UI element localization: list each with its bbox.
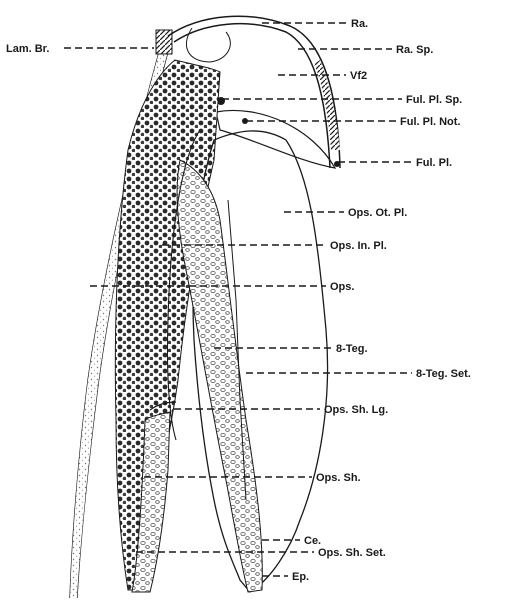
operculum-shell [167, 130, 327, 592]
label-ep: Ep. [292, 571, 309, 583]
label-ce: Ce. [304, 535, 321, 547]
label-ops-in-pl: Ops. In. Pl. [330, 240, 387, 252]
label-ful-pl-sp: Ful. Pl. Sp. [406, 94, 462, 106]
label-ful-pl-not: Ful. Pl. Not. [400, 116, 461, 128]
label-ops-sh-set: Ops. Sh. Set. [318, 547, 386, 559]
lamella-hinge [156, 30, 172, 54]
label-lam-br: Lam. Br. [6, 43, 49, 55]
label-vf2: Vf2 [350, 70, 367, 82]
label-ra-sp: Ra. Sp. [396, 44, 433, 56]
label-ra: Ra. [351, 18, 368, 30]
label-ops-sh-lg: Ops. Sh. Lg. [324, 404, 388, 416]
label-ops-sh: Ops. Sh. [316, 472, 361, 484]
label-8-teg: 8-Teg. [336, 343, 368, 355]
label-ops-ot-pl: Ops. Ot. Pl. [348, 207, 407, 219]
fulcral-plate [216, 97, 340, 168]
label-ops: Ops. [330, 281, 354, 293]
label-8-teg-set: 8-Teg. Set. [416, 368, 471, 380]
label-ful-pl: Ful. Pl. [416, 157, 452, 169]
